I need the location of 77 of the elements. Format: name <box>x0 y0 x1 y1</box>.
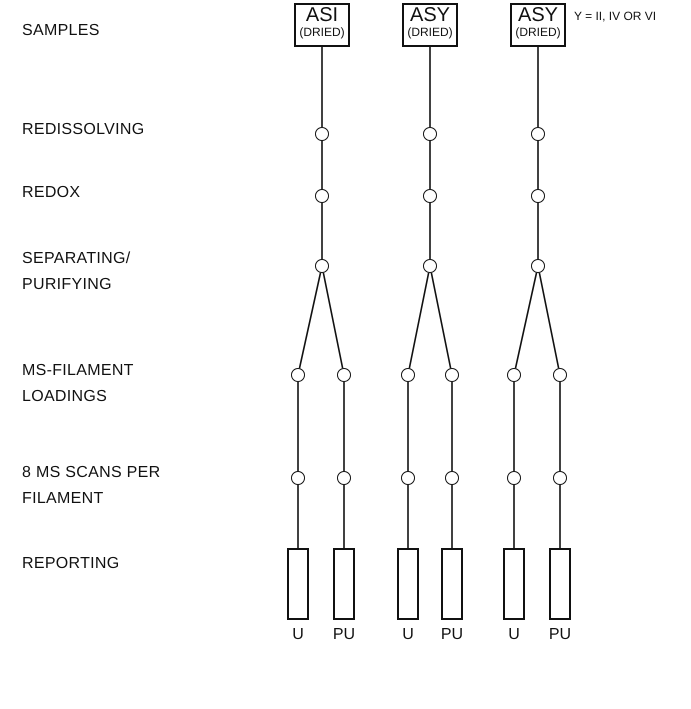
step-label: REDISSOLVING <box>22 120 144 140</box>
connector-line <box>514 272 538 368</box>
connector-line <box>537 203 539 259</box>
step-node <box>315 189 329 203</box>
step-node <box>423 127 437 141</box>
step-node <box>553 471 567 485</box>
step-node <box>507 368 521 382</box>
connector-line <box>559 382 561 471</box>
step-node <box>531 189 545 203</box>
connector-line <box>298 272 322 368</box>
connector-line <box>343 382 345 471</box>
step-node <box>315 127 329 141</box>
element-label: PU <box>548 626 572 644</box>
connector-line <box>451 485 453 548</box>
sample-state: (DRIED) <box>514 25 562 39</box>
connector-line <box>429 141 431 189</box>
connector-line <box>297 485 299 548</box>
connector-line <box>321 203 323 259</box>
sample-name: ASI <box>304 5 340 25</box>
step-node <box>401 471 415 485</box>
step-node <box>315 259 329 273</box>
connector-line <box>513 382 515 471</box>
element-label: PU <box>332 626 356 644</box>
sample-box <box>402 3 458 47</box>
step-node <box>553 368 567 382</box>
sample-name: ASY <box>516 5 560 25</box>
step-label: REPORTING <box>22 554 120 574</box>
connector-line <box>429 203 431 259</box>
sample-state: (DRIED) <box>298 25 346 39</box>
connector-line <box>513 485 515 548</box>
step-node <box>291 471 305 485</box>
connector-line <box>537 47 539 127</box>
step-label: SAMPLES <box>22 21 100 41</box>
connector-line <box>537 141 539 189</box>
sample-box <box>294 3 350 47</box>
connector-line <box>321 141 323 189</box>
connector-line <box>407 485 409 548</box>
connector-line <box>559 485 561 548</box>
sample-state: (DRIED) <box>406 25 454 39</box>
connector-line <box>407 382 409 471</box>
note: Y = II, IV OR VI <box>574 9 658 24</box>
connector-line <box>343 485 345 548</box>
element-label: U <box>507 626 521 644</box>
element-label: PU <box>440 626 464 644</box>
connector-line <box>538 272 560 368</box>
step-node <box>507 471 521 485</box>
connector-line <box>408 272 430 368</box>
step-node <box>337 368 351 382</box>
report-box <box>287 548 309 620</box>
step-node <box>531 127 545 141</box>
connector-line <box>429 47 431 127</box>
step-node <box>423 259 437 273</box>
step-node <box>445 368 459 382</box>
connector-line <box>451 382 453 471</box>
report-box <box>503 548 525 620</box>
step-node <box>445 471 459 485</box>
step-node <box>337 471 351 485</box>
sample-name: ASY <box>408 5 452 25</box>
step-node <box>531 259 545 273</box>
step-label: REDOX <box>22 183 80 203</box>
step-label: 8 MS SCANS PER FILAMENT <box>22 463 162 509</box>
report-box <box>397 548 419 620</box>
connector-line <box>322 272 344 368</box>
connector-line <box>297 382 299 471</box>
step-label: MS-FILAMENT LOADINGS <box>22 361 134 407</box>
element-label: U <box>291 626 305 644</box>
step-node <box>291 368 305 382</box>
report-box <box>333 548 355 620</box>
element-label: U <box>401 626 415 644</box>
step-label: SEPARATING/ PURIFYING <box>22 249 132 295</box>
report-box <box>549 548 571 620</box>
sample-box <box>510 3 566 47</box>
step-node <box>401 368 415 382</box>
step-node <box>423 189 437 203</box>
connector-line <box>321 47 323 127</box>
connector-line <box>430 272 452 368</box>
report-box <box>441 548 463 620</box>
